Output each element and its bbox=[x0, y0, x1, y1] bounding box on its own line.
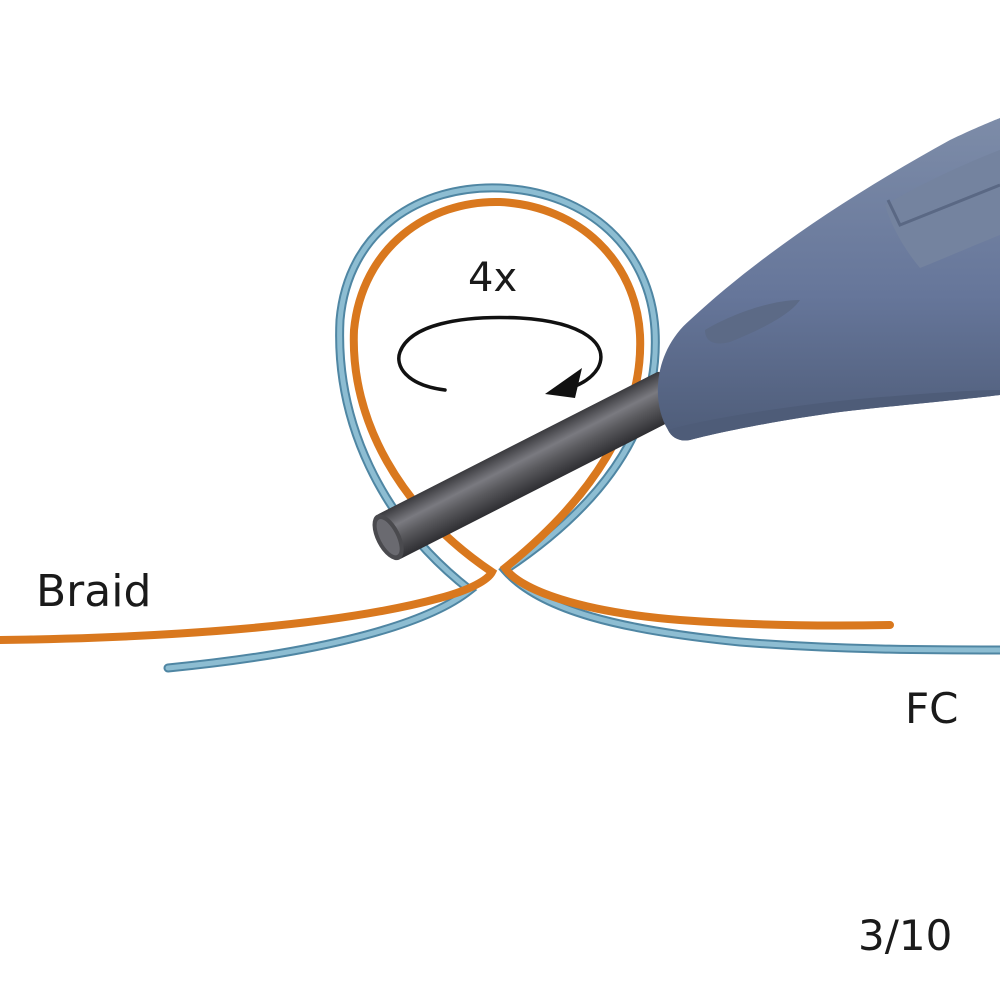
page-indicator: 3/10 bbox=[858, 911, 953, 960]
wrap-count-label: 4x bbox=[468, 255, 518, 301]
braid-label: Braid bbox=[36, 566, 152, 617]
fc-label: FC bbox=[905, 684, 959, 733]
circular-arrow-icon bbox=[397, 315, 603, 398]
knot-tying-tool-icon bbox=[372, 118, 1000, 561]
fc-line bbox=[163, 183, 1000, 673]
braid-line bbox=[0, 197, 894, 644]
